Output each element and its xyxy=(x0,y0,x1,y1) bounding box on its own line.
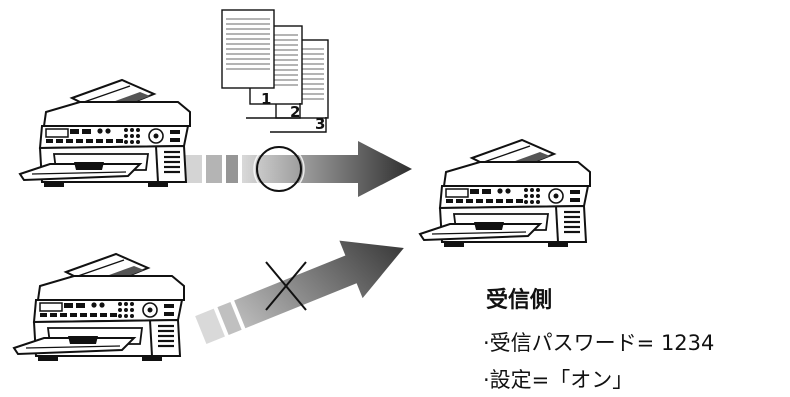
page-number-1: 1 xyxy=(261,90,271,108)
document-pages: 1 2 3 xyxy=(221,9,329,133)
receiver-setting-line: ·設定=「オン」 xyxy=(483,368,634,392)
receiver-password-line: ·受信パスワード= 1234 xyxy=(483,331,715,355)
rejected-transmission-arrow xyxy=(195,240,404,344)
page-number-3: 3 xyxy=(315,115,325,133)
sender-fax-top-icon xyxy=(18,78,192,189)
receiver-fax-icon xyxy=(418,138,592,249)
accepted-transmission-arrow xyxy=(182,141,412,197)
sender-fax-bottom-icon xyxy=(12,252,186,363)
accepted-circle-halo xyxy=(253,143,305,195)
receiver-heading: 受信側 xyxy=(486,288,553,313)
accepted-circle-icon xyxy=(256,146,302,192)
rejected-cross-icon xyxy=(265,261,307,311)
page-number-2: 2 xyxy=(290,103,300,121)
document-page-1 xyxy=(221,9,275,89)
